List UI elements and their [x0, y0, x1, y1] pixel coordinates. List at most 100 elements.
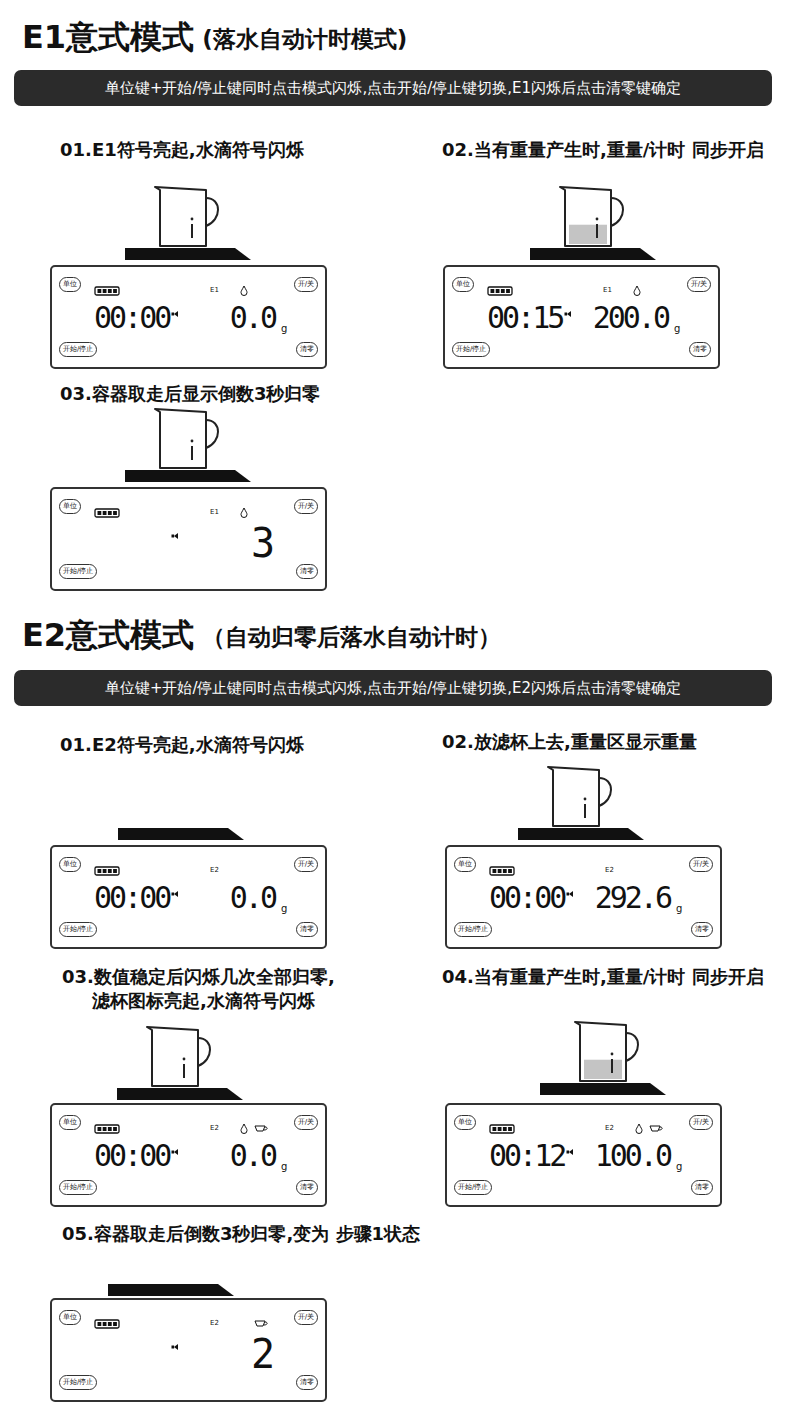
button-label-box: 清零	[296, 1375, 318, 1390]
instruction-band: 单位键+开始/停止键同时点击模式闪烁,点击开始/停止键切换,E1闪烁后点击清零键…	[14, 70, 772, 106]
liquid	[569, 225, 607, 244]
step-caption: 04.当有重量产生时,重量/计时 同步开启	[442, 965, 790, 989]
cup-handle	[206, 420, 218, 448]
mode-label: E2	[210, 1320, 219, 1327]
scale-display-panel: 00:12100.0gE2单位开/关开始/停止清零	[445, 1103, 722, 1207]
scale-display-panel: 00:000.0gE2单位开/关开始/停止清零	[50, 1103, 327, 1207]
filter-cup-icon	[255, 1126, 267, 1131]
battery-segment	[103, 869, 107, 873]
cup-body	[575, 1022, 626, 1081]
button-label-box: 开/关	[294, 499, 318, 514]
scale-display-panel: 00:00292.6gE2单位开/关开始/停止清零	[445, 845, 722, 949]
sound-icon	[567, 893, 570, 896]
button-text: 开始/停止	[458, 925, 488, 933]
button-label-box: 开/关	[687, 277, 711, 292]
band-text: 单位键+开始/停止键同时点击模式闪烁,点击开始/停止键切换,E2闪烁后点击清零键…	[105, 679, 681, 698]
battery-segment	[98, 511, 102, 515]
cup-mark	[596, 224, 598, 238]
battery-segment	[508, 1127, 512, 1131]
button-text: 单位	[63, 1118, 77, 1126]
filter-cup-icon	[650, 1126, 662, 1131]
button-text: 开始/停止	[63, 1183, 93, 1191]
button-label-box: 单位	[59, 499, 81, 514]
button-text: 开/关	[693, 860, 709, 868]
sound-icon	[174, 1149, 178, 1155]
section-heading: （自动归零后落水自动计时）	[202, 622, 501, 653]
battery-icon	[95, 509, 119, 517]
unit-label: g	[281, 324, 287, 334]
button-text: 清零	[693, 345, 707, 353]
unit-label: g	[281, 904, 287, 914]
scale-display-panel: 00:000.0gE2单位开/关开始/停止清零	[50, 845, 327, 949]
liquid	[584, 1060, 622, 1079]
mode-label: E1	[210, 287, 219, 294]
sound-icon	[174, 891, 178, 897]
step-caption: 01.E1符号亮起,水滴符号闪烁	[60, 138, 430, 162]
mode-label: E2	[210, 1125, 219, 1132]
battery-segment	[113, 869, 117, 873]
sound-icon	[172, 893, 175, 896]
button-label-box: 开始/停止	[59, 1375, 97, 1390]
button-label-box: 开/关	[294, 277, 318, 292]
weight-digits: 0.0	[230, 303, 275, 333]
cup-handle	[626, 1033, 638, 1061]
sound-icon	[172, 313, 175, 316]
button-text: 单位	[63, 860, 77, 868]
scale-platform	[117, 1088, 243, 1100]
button-label-box: 单位	[59, 1115, 81, 1130]
cup-body	[548, 767, 599, 826]
sound-icon	[565, 313, 568, 316]
button-label-box: 单位	[59, 857, 81, 872]
button-label-box: 开/关	[689, 1115, 713, 1130]
button-text: 开始/停止	[63, 925, 93, 933]
section-heading: (落水自动计时模式)	[202, 24, 407, 55]
battery-segment	[98, 1127, 102, 1131]
battery-segment	[113, 289, 117, 293]
scale-platform	[108, 1284, 234, 1296]
cup-mark	[584, 804, 586, 818]
button-text: 开/关	[298, 1313, 314, 1321]
battery-segment	[113, 1322, 117, 1326]
drop-icon	[634, 286, 640, 296]
button-label-box: 开始/停止	[454, 1180, 492, 1195]
section-heading: E2意式模式	[22, 614, 194, 658]
button-text: 开始/停止	[458, 1183, 488, 1191]
battery-segment	[503, 1127, 507, 1131]
button-label-box: 清零	[296, 342, 318, 357]
button-text: 开始/停止	[63, 345, 93, 353]
cup-handle	[198, 1038, 210, 1066]
button-text: 清零	[300, 1378, 314, 1386]
button-label-box: 开/关	[689, 857, 713, 872]
battery-segment	[103, 1322, 107, 1326]
scale-display-panel: 3E1单位开/关开始/停止清零	[50, 487, 327, 591]
sound-icon	[567, 1151, 570, 1154]
battery-segment	[493, 1127, 497, 1131]
battery-segment	[98, 289, 102, 293]
battery-segment	[501, 289, 505, 293]
cup-mark-dot	[191, 218, 194, 221]
step-caption: 02.放滤杯上去,重量区显示重量	[442, 730, 790, 754]
button-label-box: 清零	[691, 922, 713, 937]
band-text: 单位键+开始/停止键同时点击模式闪烁,点击开始/停止键切换,E1闪烁后点击清零键…	[105, 79, 681, 98]
button-label-box: 开始/停止	[59, 1180, 97, 1195]
cup-mark	[191, 446, 193, 460]
button-text: 开/关	[693, 1118, 709, 1126]
sound-icon	[172, 1151, 175, 1154]
battery-segment	[103, 289, 107, 293]
button-label-box: 开始/停止	[59, 564, 97, 579]
button-label-box: 开始/停止	[59, 342, 97, 357]
battery-segment	[498, 869, 502, 873]
timer-digits: 00:00	[489, 883, 564, 913]
weight-digits: 100.0	[595, 1141, 670, 1171]
weight-digits: 0.0	[230, 883, 275, 913]
cup-body	[155, 409, 206, 468]
button-text: 单位	[456, 280, 470, 288]
unit-label: g	[676, 904, 682, 914]
scale-platform	[540, 1083, 666, 1095]
button-text: 单位	[458, 1118, 472, 1126]
sound-icon	[567, 311, 571, 317]
battery-segment	[103, 511, 107, 515]
cup-mark-dot	[611, 1053, 614, 1056]
step-caption: 05.容器取走后倒数3秒归零,变为 步骤1状态	[62, 1222, 432, 1246]
